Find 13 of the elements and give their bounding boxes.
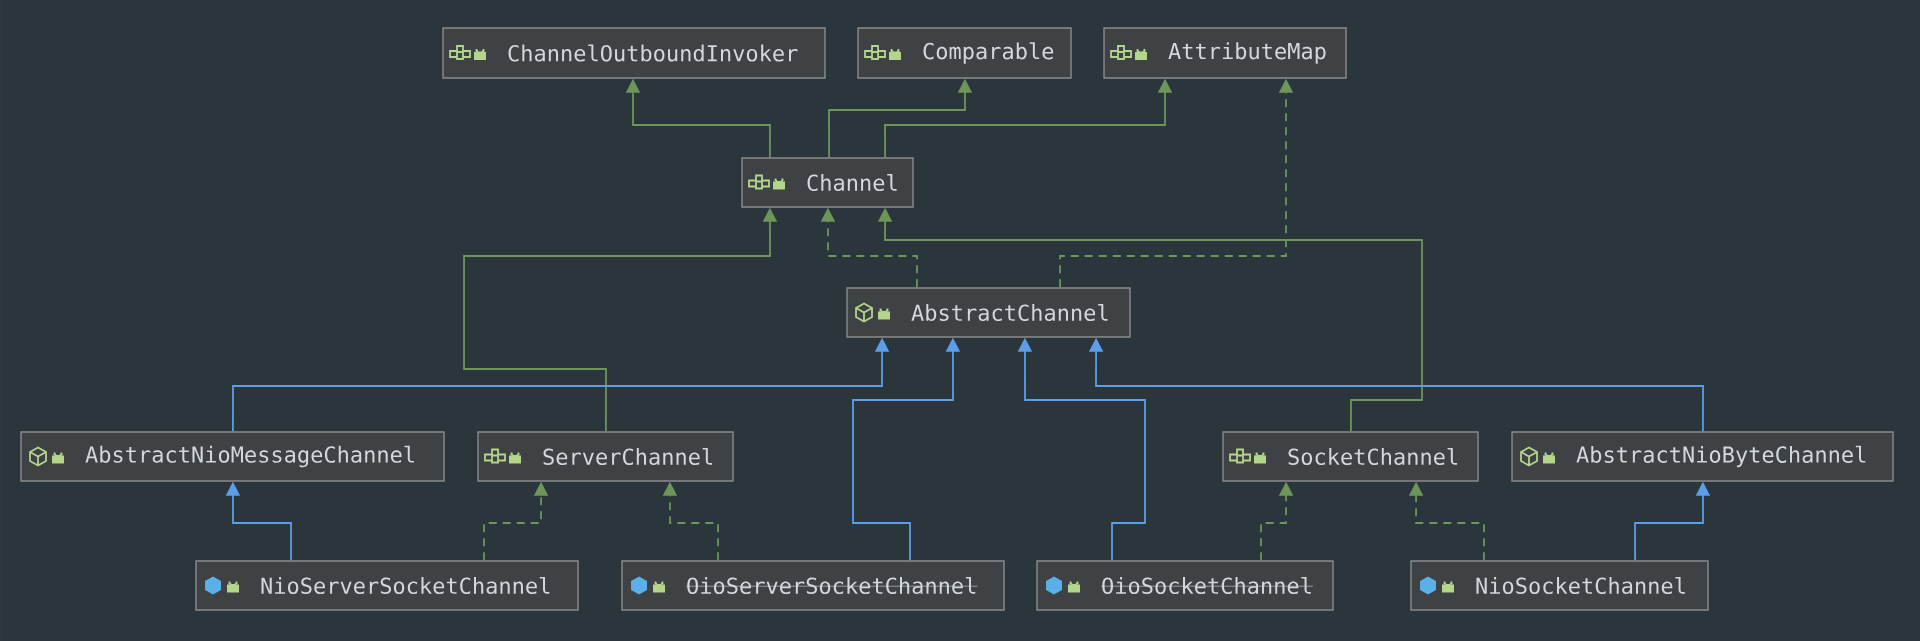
class-box: AttributeMap	[1103, 27, 1347, 79]
class-box: Comparable	[857, 27, 1072, 79]
class-box: AbstractChannel	[846, 287, 1131, 338]
class-box: ChannelOutboundInvoker	[442, 27, 826, 79]
class-box: AbstractNioMessageChannel	[20, 431, 445, 482]
class-box: OioSocketChannel	[1036, 560, 1334, 611]
class-box: AbstractNioByteChannel	[1511, 431, 1894, 482]
class-box: SocketChannel	[1222, 431, 1479, 482]
class-box: OioServerSocketChannel	[621, 560, 1005, 611]
class-box: NioSocketChannel	[1410, 560, 1709, 611]
class-box: Channel	[741, 157, 914, 208]
class-box: NioServerSocketChannel	[195, 560, 579, 611]
class-box: ServerChannel	[477, 431, 734, 482]
